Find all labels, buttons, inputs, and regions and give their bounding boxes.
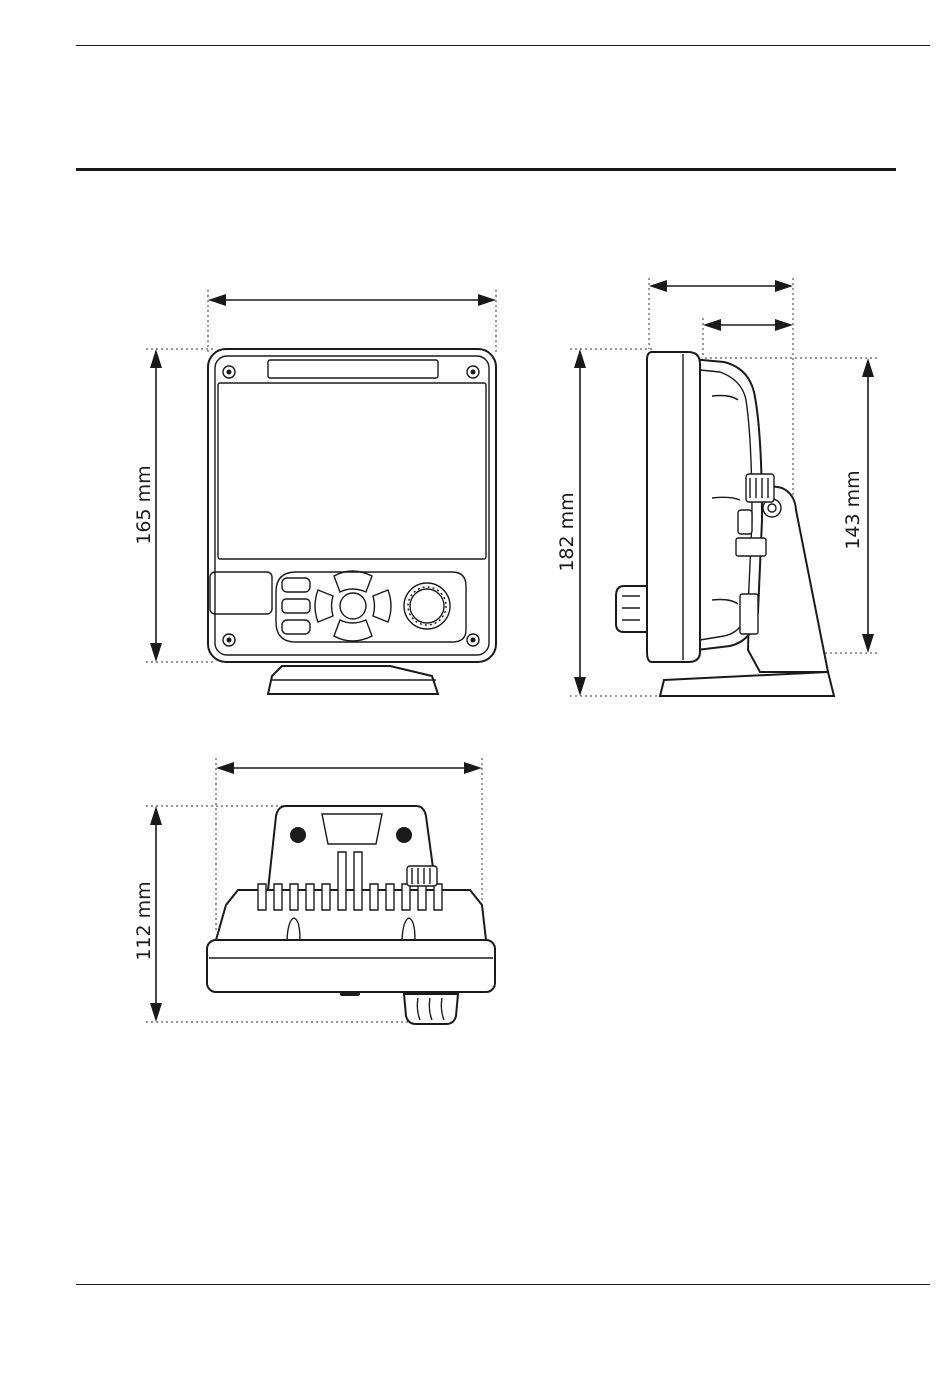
side-view: 182 mm 143 mm bbox=[556, 278, 880, 696]
top-depth-label: 112 mm bbox=[133, 881, 155, 960]
front-height-label: 165 mm bbox=[133, 465, 155, 544]
side-total-height-label: 182 mm bbox=[556, 492, 578, 571]
front-height-dimension: 165 mm bbox=[133, 349, 162, 662]
front-width-dimension bbox=[208, 294, 496, 306]
front-view: 165 mm bbox=[133, 290, 496, 694]
front-housing bbox=[208, 349, 496, 662]
top-depth-dimension: 112 mm bbox=[133, 806, 162, 1022]
side-total-height-dimension: 182 mm bbox=[556, 349, 586, 696]
side-body-height-dimension: 143 mm bbox=[842, 358, 874, 653]
side-body-height-label: 143 mm bbox=[842, 470, 864, 549]
top-view: 112 mm bbox=[133, 758, 495, 1024]
